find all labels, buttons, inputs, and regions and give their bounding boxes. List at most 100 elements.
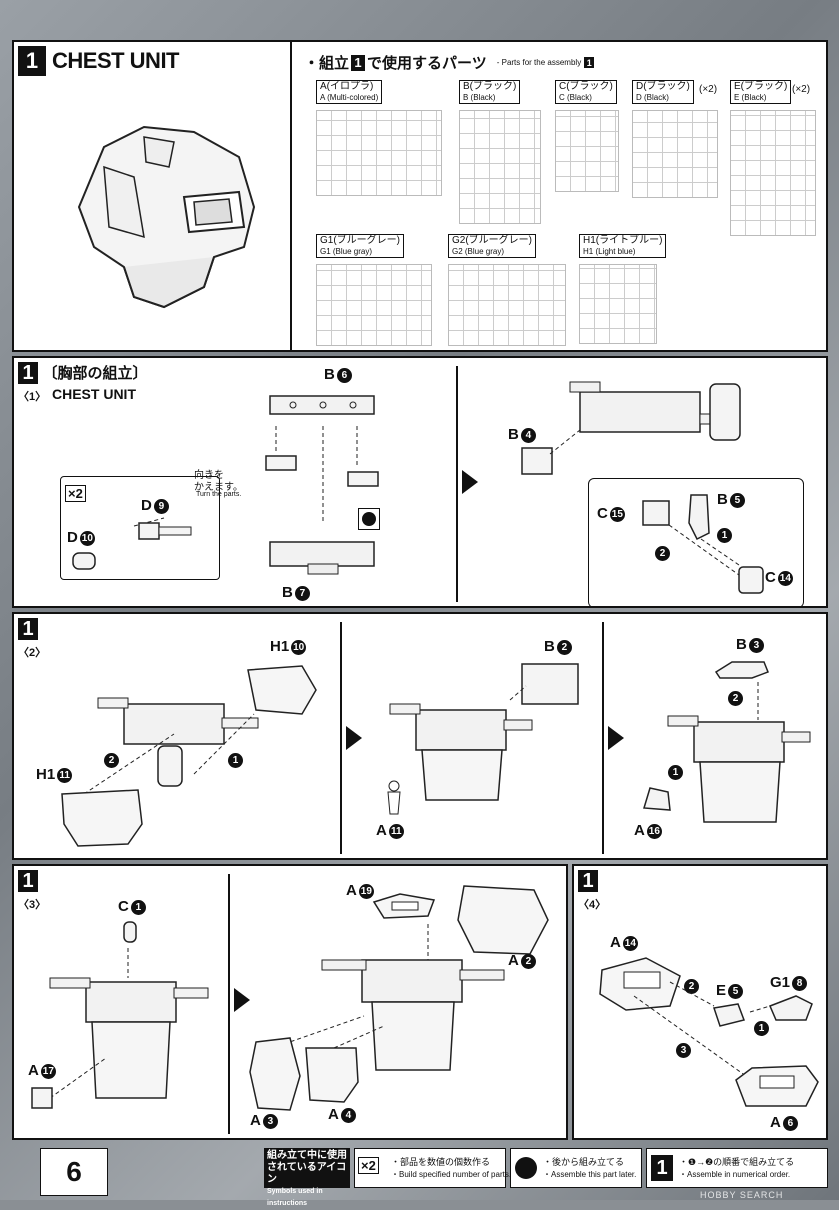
part-a16	[643, 787, 671, 811]
order-1: 1	[715, 527, 732, 545]
dashed-lines-step2a	[83, 713, 255, 795]
step2-flow-arrow-2	[608, 726, 624, 750]
turn-note-jp-2: かえます。	[194, 482, 243, 493]
step2-substep: 〈2〉	[18, 647, 47, 659]
legend-item3-jp: ・❶→❷の順番で組み立てる	[679, 1157, 795, 1167]
legend-item3-en: ・Assemble in numerical order.	[679, 1170, 791, 1179]
step1-flow-arrow	[462, 470, 478, 494]
page-number: 6	[66, 1156, 82, 1187]
part-d10	[72, 552, 96, 570]
part-label-h1: H1(ライトブルー)H1 (Light blue)	[579, 234, 667, 258]
step3-divider	[228, 874, 230, 1134]
dashed-lines-b5	[668, 524, 740, 576]
part-g1-8	[769, 995, 813, 1021]
step1-number: 1	[18, 362, 38, 384]
chest-body-step2b	[389, 685, 533, 801]
step2-flow-arrow-1	[346, 726, 362, 750]
step1-header: 1 〔胸部の組立〕	[18, 362, 147, 384]
part-label-a: A(イロプラ)A (Multi-colored)	[316, 80, 383, 104]
part-qty-e: (×2)	[792, 84, 811, 95]
part-c15	[642, 500, 670, 526]
later-icon	[358, 508, 380, 530]
chest-body-step2c	[667, 682, 811, 823]
parts-title-suffix: で使用するパーツ	[367, 55, 487, 72]
step2-divider-1	[340, 622, 342, 854]
step2-divider-2	[602, 622, 604, 854]
page-number-box: 6	[40, 1148, 108, 1196]
runner-a	[316, 110, 442, 196]
part-qty-d: (×2)	[699, 84, 718, 95]
legend-item1-en: ・Build specified number of parts.	[391, 1170, 512, 1179]
part-e5	[713, 1003, 745, 1027]
runner-g2	[448, 264, 566, 346]
runner-c	[555, 110, 619, 192]
legend-item1-jp: ・部品を数値の個数作る	[391, 1157, 491, 1167]
runner-d	[632, 110, 718, 198]
part-label-c: C(ブラック)C (Black)	[555, 80, 617, 104]
x2-badge: ×2	[65, 485, 86, 502]
runner-e	[730, 110, 816, 236]
step2-order-2b: 2	[726, 690, 743, 708]
parts-title-num: 1	[351, 54, 366, 71]
part-b2	[521, 663, 579, 705]
part-label-d: D(ブラック)D (Black)	[632, 80, 694, 104]
part-a17	[31, 1087, 53, 1109]
part-a11-figure	[387, 780, 401, 815]
runner-g1	[316, 264, 432, 346]
part-h1-11	[61, 789, 143, 847]
section-title: CHEST UNIT	[52, 48, 180, 73]
step3-number: 1	[18, 870, 38, 892]
legend-item2-en: ・Assemble this part later.	[543, 1170, 637, 1179]
step2-order-1b: 1	[666, 764, 683, 782]
legend-x2: ×2	[358, 1157, 379, 1174]
part-c14	[738, 566, 764, 594]
turn-note-jp-1: 向きを	[194, 470, 224, 481]
part-b5	[688, 494, 710, 541]
part-side-right	[709, 383, 741, 441]
part-a19	[372, 893, 436, 919]
step4-order-3: 3	[674, 1042, 691, 1060]
dashed-lines-step1	[133, 426, 358, 527]
step1-substep: 〈1〉	[18, 391, 47, 403]
turn-note-en: Turn the parts.	[196, 491, 242, 498]
part-c1	[123, 921, 137, 943]
parts-title-prefix: ・組立	[304, 55, 350, 72]
part-a3	[249, 1037, 301, 1111]
step1-title-en: CHEST UNIT	[52, 386, 136, 402]
part-a4	[305, 1047, 359, 1103]
part-b6	[269, 395, 375, 415]
part-b7	[269, 541, 375, 575]
part-h1-10	[247, 665, 317, 715]
part-label-e: E(ブラック)E (Black)	[730, 80, 792, 104]
chest-frame-step2a	[97, 697, 259, 787]
part-label-g2: G2(ブルーグレー)G2 (Blue gray)	[448, 234, 536, 258]
step2-order-1: 1	[226, 752, 243, 770]
section-header: 1 CHEST UNIT	[18, 46, 180, 76]
step3-flow-arrow	[234, 988, 250, 1012]
part-label-b: B(ブラック)B (Black)	[459, 80, 521, 104]
part-label-g1: G1(ブルーグレー)G1 (Blue gray)	[316, 234, 404, 258]
step4-order-2: 2	[682, 978, 699, 996]
watermark: HOBBY SEARCH	[700, 1190, 784, 1200]
legend-order-num: 1	[651, 1155, 673, 1181]
step1-title-jp: 〔胸部の組立〕	[42, 365, 148, 382]
